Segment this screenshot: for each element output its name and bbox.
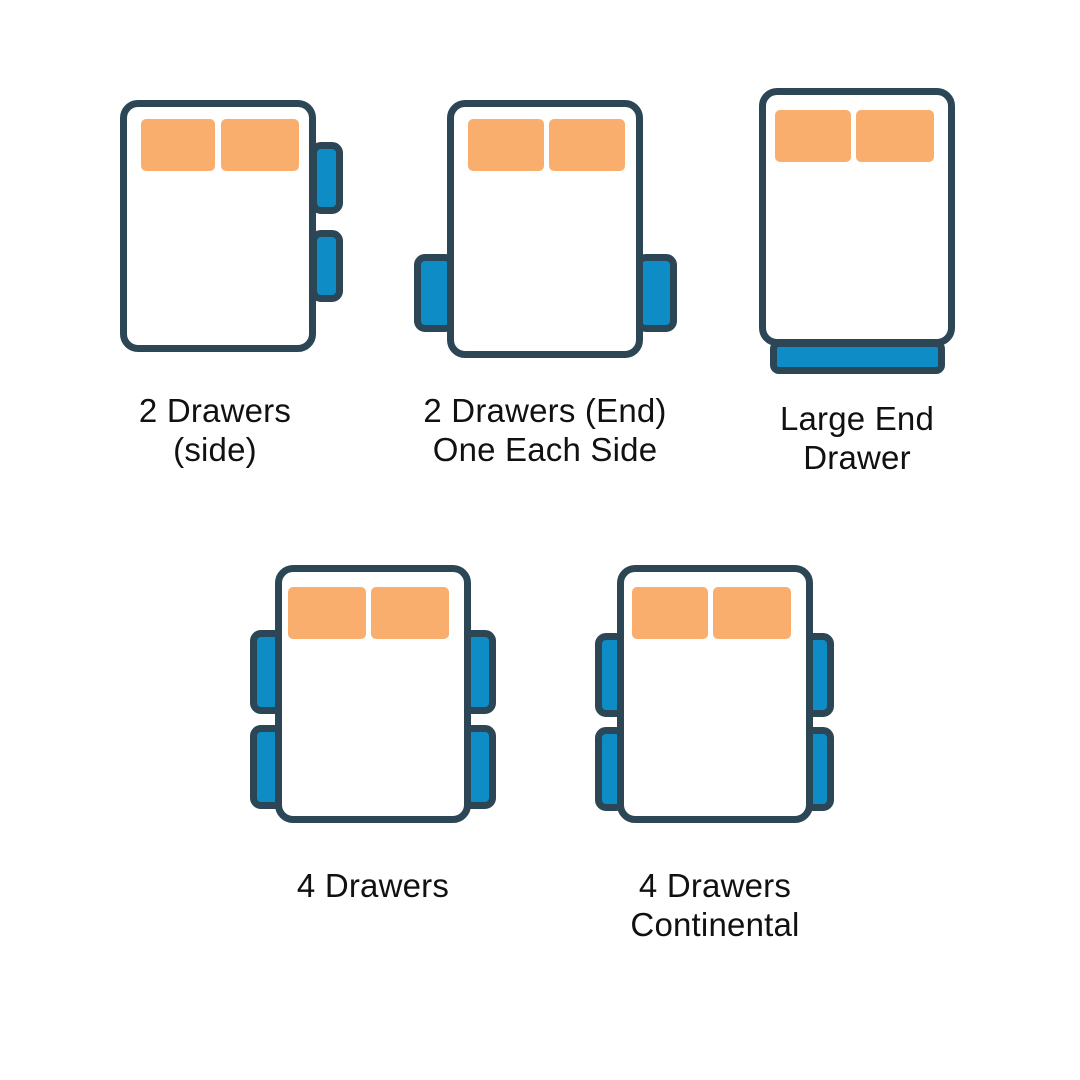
pillow-left <box>775 110 851 162</box>
bed-option-4-drawers-continental: 4 Drawers Continental <box>510 545 910 1015</box>
bed-label: Large End Drawer <box>779 400 935 476</box>
bed-option-4-drawers: 4 Drawers <box>170 545 570 1015</box>
pillow-right <box>549 119 625 171</box>
pillow-right <box>713 587 791 639</box>
pillow-left <box>468 119 544 171</box>
pillow-left <box>288 587 366 639</box>
bed-label: 4 Drawers <box>296 867 450 904</box>
pillow-left <box>632 587 708 639</box>
bed-diagram <box>170 545 570 845</box>
pillow-right <box>856 110 934 162</box>
pillow-right <box>371 587 449 639</box>
bed-label: 4 Drawers Continental <box>630 867 800 943</box>
bed-diagram <box>0 0 400 380</box>
bed-option-large-end-drawer: Large End Drawer <box>700 0 1080 500</box>
bed-option-2-drawers-end: 2 Drawers (End) One Each Side <box>350 0 750 500</box>
bed-diagram <box>510 545 910 845</box>
bed-diagram <box>350 0 750 380</box>
bed-label: 2 Drawers (side) <box>138 392 292 468</box>
pillow-right <box>221 119 299 171</box>
bed-option-2-drawers-side: 2 Drawers (side) <box>0 0 400 500</box>
bed-label: 2 Drawers (End) One Each Side <box>423 392 667 468</box>
bed-diagram <box>700 0 1080 390</box>
pillow-left <box>141 119 215 171</box>
drawer-foot-large[interactable] <box>770 340 945 374</box>
